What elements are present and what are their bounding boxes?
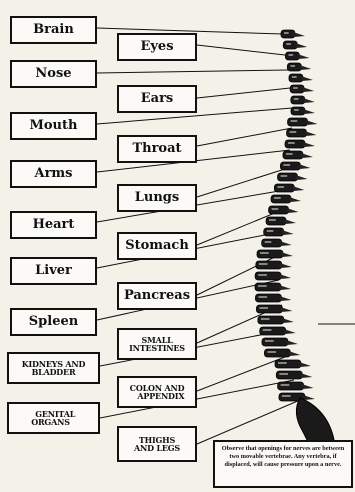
vertebra-highlight (288, 142, 295, 144)
vertebra-highlight (274, 197, 281, 199)
label-lungs: Lungs (117, 184, 197, 212)
spinous-process (299, 65, 311, 70)
vertebra-highlight (260, 252, 269, 254)
vertebra-highlight (290, 131, 297, 133)
spinous-process (284, 329, 296, 334)
vertebra-highlight (265, 241, 272, 243)
vertebra-highlight (259, 307, 268, 309)
vertebra-highlight (294, 109, 299, 111)
spinous-process (287, 208, 299, 213)
spinous-process (282, 230, 294, 235)
vertebra-highlight (290, 65, 295, 67)
vertebra-highlight (293, 87, 298, 89)
label-heart: Heart (10, 211, 97, 239)
vertebra-highlight (272, 208, 279, 210)
spinous-process (282, 318, 294, 323)
nerve-leader-line (197, 45, 285, 55)
label-ears: Ears (117, 85, 197, 113)
spinous-process (286, 340, 298, 345)
spinous-process (279, 285, 291, 290)
spinous-process (303, 395, 315, 400)
nerve-leader-line (197, 168, 288, 197)
vertebra-highlight (258, 285, 267, 287)
vertebra-highlight (265, 340, 274, 342)
vertebra-highlight (282, 395, 291, 397)
spinous-process (279, 274, 291, 279)
vertebra-highlight (284, 32, 289, 34)
spinous-process (289, 197, 301, 202)
spinous-process (280, 241, 292, 246)
vertebra-highlight (278, 362, 287, 364)
vertebra-highlight (261, 318, 270, 320)
vertebra-highlight (258, 274, 267, 276)
label-arms: Arms (10, 160, 97, 188)
spinous-process (279, 296, 291, 301)
vertebra-highlight (258, 296, 267, 298)
spinous-process (281, 252, 293, 257)
spinous-process (280, 307, 292, 312)
spinous-process (298, 164, 310, 169)
label-throat: Throat (117, 135, 197, 163)
spinous-process (303, 98, 315, 103)
nerve-leader-line (197, 400, 300, 444)
spinous-process (297, 54, 309, 59)
spinous-process (292, 186, 304, 191)
vertebra-highlight (294, 98, 299, 100)
spinous-process (301, 76, 313, 81)
vertebra-highlight (279, 373, 288, 375)
vertebra-highlight (277, 186, 284, 188)
spinous-process (303, 142, 315, 147)
vertebra-highlight (291, 120, 298, 122)
spinous-process (305, 131, 317, 136)
spinous-process (280, 263, 292, 268)
spinous-process (300, 373, 312, 378)
vertebra-highlight (281, 175, 288, 177)
spinous-process (302, 384, 314, 389)
spinous-process (306, 120, 318, 125)
explanatory-note: Observe that openings for nerves are bet… (213, 440, 353, 488)
vertebra-highlight (259, 263, 268, 265)
label-brain: Brain (10, 16, 97, 44)
label-pancreas: Pancreas (117, 282, 197, 310)
spinous-process (293, 32, 305, 37)
label-eyes: Eyes (117, 33, 197, 61)
spinous-process (302, 87, 314, 92)
vertebra-highlight (281, 384, 290, 386)
nerve-leader-line (197, 88, 290, 98)
vertebra-highlight (286, 43, 291, 45)
label-liver: Liver (10, 257, 97, 285)
label-spleen: Spleen (10, 308, 97, 336)
spinous-process (301, 153, 313, 158)
spinous-process (288, 351, 300, 356)
label-nose: Nose (10, 60, 97, 88)
spinous-process (284, 219, 296, 224)
vertebra-highlight (269, 219, 276, 221)
label-mouth: Mouth (10, 112, 97, 140)
spinous-process (296, 175, 308, 180)
vertebra-highlight (267, 351, 276, 353)
vertebra-highlight (288, 54, 293, 56)
spinous-process (295, 43, 307, 48)
vertebra-highlight (267, 230, 274, 232)
vertebra-highlight (263, 329, 272, 331)
spinous-process (299, 362, 311, 367)
nerve-leader-line (97, 70, 288, 73)
spinous-process (303, 109, 315, 114)
vertebra-highlight (292, 76, 297, 78)
vertebra-highlight (283, 164, 290, 166)
vertebra-highlight (286, 153, 293, 155)
nerve-leader-line (197, 128, 292, 146)
label-stomach: Stomach (117, 232, 197, 260)
